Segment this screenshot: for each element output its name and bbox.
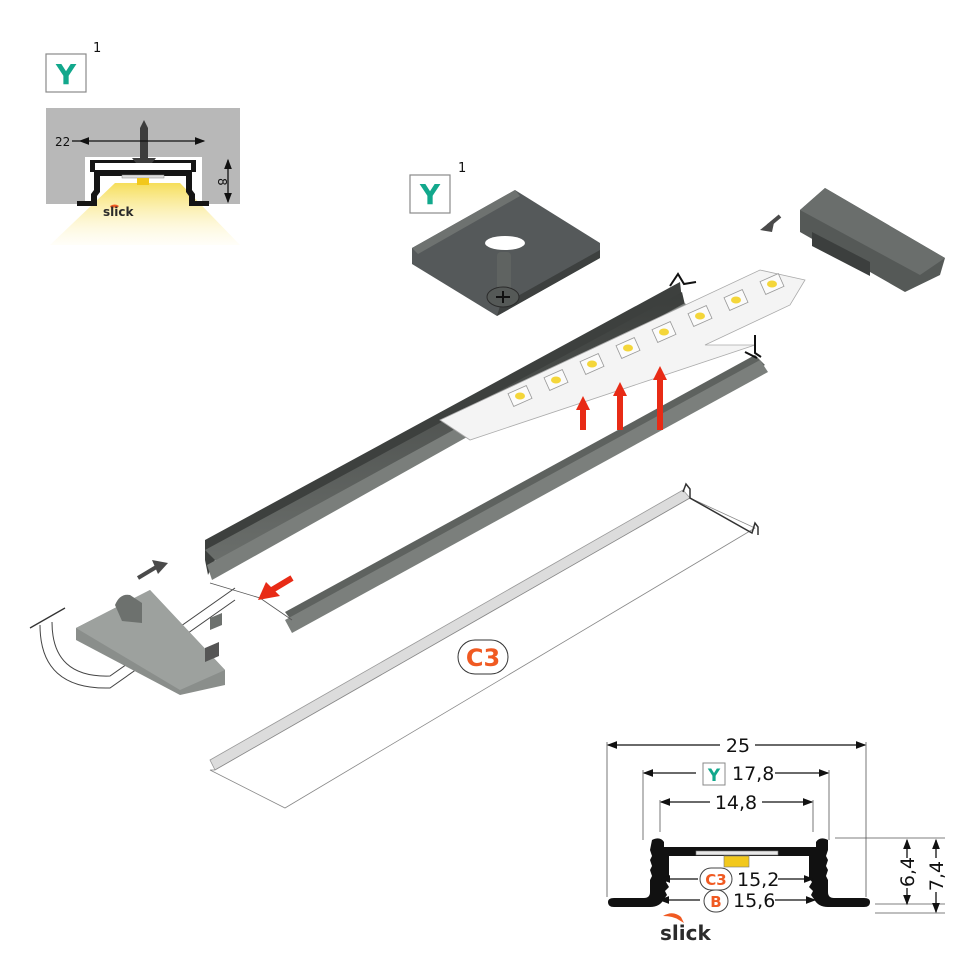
inset-height-label: 8	[215, 178, 229, 186]
slick-logo-swoosh-icon	[110, 204, 119, 208]
diffuser-c3-badge: C3	[705, 871, 726, 889]
inset-cross-section: Y 1 22 8 slick	[45, 41, 240, 245]
inner-top-width-label: 14,8	[715, 792, 757, 814]
led-chip-section	[723, 855, 750, 868]
led-chip	[759, 273, 785, 295]
overall-width-label: 25	[726, 735, 750, 757]
mount-badge-superscript: 1	[93, 41, 101, 56]
diffuser-c3-label: C3	[466, 644, 500, 672]
mount-badge-letter: Y	[55, 58, 77, 91]
led-strip	[439, 269, 806, 441]
led-chip	[579, 353, 605, 375]
diffuser-b-width-label: 15,6	[733, 890, 775, 912]
left-end-cap	[29, 560, 294, 695]
led-chip	[543, 369, 569, 391]
inset-led	[137, 178, 149, 185]
phillips-screw-icon	[496, 291, 510, 303]
red-arrow-up-icon	[613, 382, 627, 430]
profile-rail-right	[285, 272, 768, 633]
mount-badge-dim: Y	[707, 766, 721, 786]
profile-dimension-drawing: 25 Y 17,8 14,8 C3 15,2 B 15,6 6,4	[606, 735, 948, 945]
inner-height-label: 6,4	[897, 857, 919, 887]
led-chip	[723, 289, 749, 311]
led-strip-section	[695, 850, 779, 856]
slick-logo-swoosh-icon	[663, 913, 684, 923]
clip-slot	[485, 236, 525, 250]
insert-arrow-right-icon	[760, 218, 775, 232]
red-arrow-up-icon	[576, 396, 590, 430]
led-insert-arrows	[576, 366, 667, 430]
c3-diffuser: C3	[209, 482, 759, 809]
led-chip	[615, 337, 641, 359]
inset-brand-logo: slick	[103, 205, 134, 219]
clip-screw-shaft	[497, 252, 511, 292]
diffuser-c3-width-label: 15,2	[737, 869, 779, 891]
brand-logo: slick	[660, 921, 711, 945]
inset-led-strip	[121, 174, 165, 179]
overall-height-label: 7,4	[926, 861, 948, 891]
clip-badge-superscript: 1	[458, 161, 466, 176]
led-chip	[651, 321, 677, 343]
inset-profile	[77, 160, 209, 206]
inset-width-label: 22	[55, 135, 70, 149]
profile-cross-section	[608, 838, 870, 907]
mount-width-label: 17,8	[732, 763, 774, 785]
right-end-cap	[760, 188, 945, 292]
red-arrow-up-icon	[653, 366, 667, 430]
led-chip	[507, 385, 533, 407]
insert-arrow-left-icon	[152, 560, 168, 574]
diffuser-b-badge: B	[710, 893, 721, 911]
mounting-clip: Y 1	[409, 161, 600, 316]
inset-profile-channel	[95, 163, 191, 170]
mount-badge: Y 1	[45, 41, 101, 93]
clip-badge-letter: Y	[419, 178, 441, 211]
red-arrow-diagonal-icon	[258, 575, 294, 600]
led-chip	[687, 305, 713, 327]
